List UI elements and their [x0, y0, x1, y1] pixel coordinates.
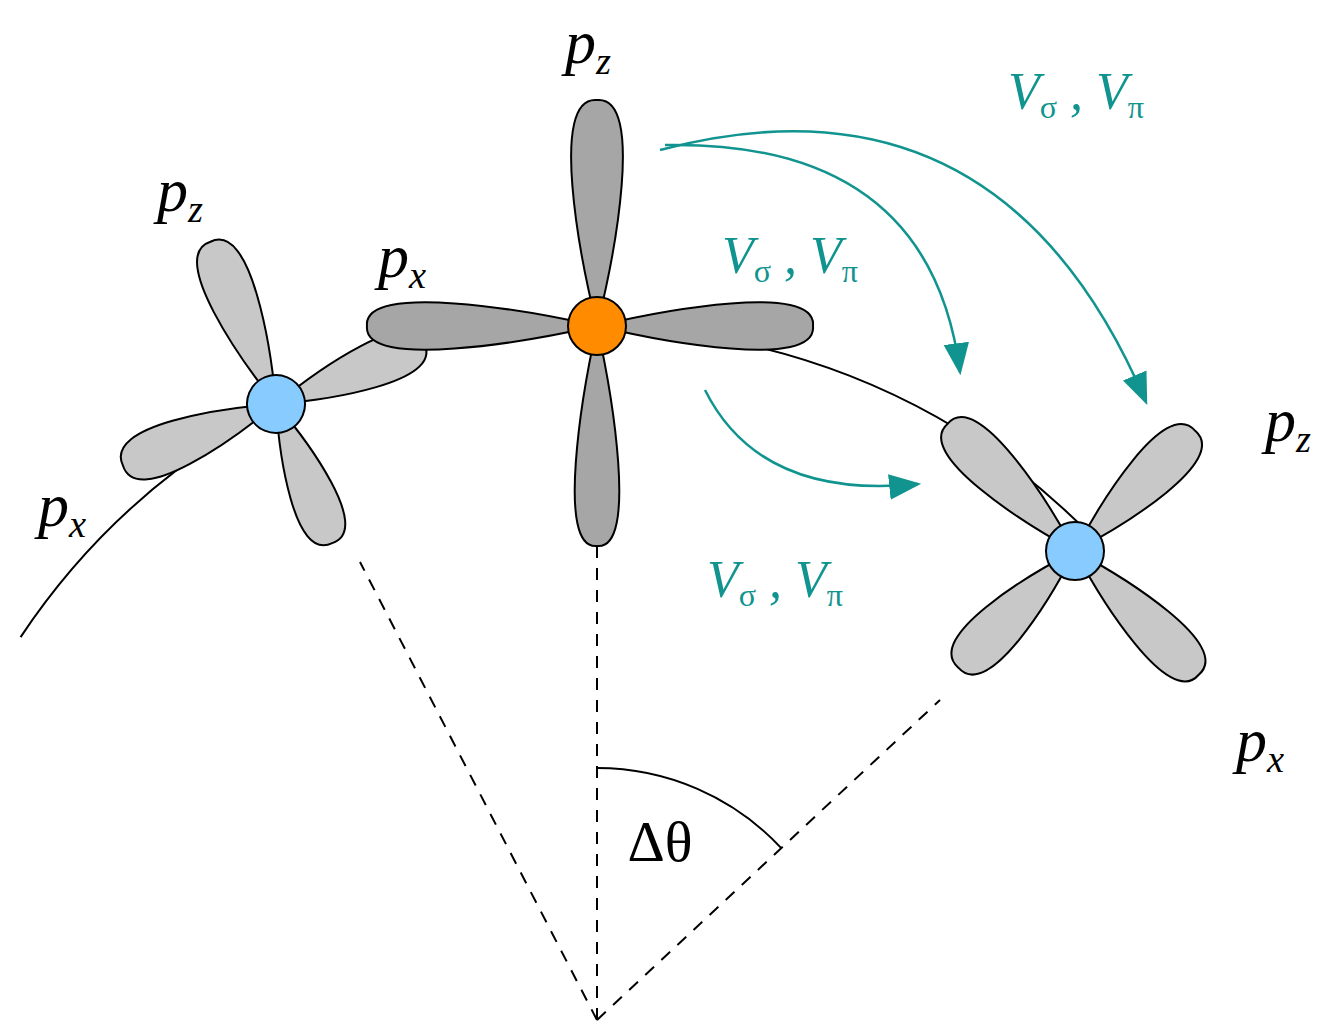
hopping-arrow [705, 390, 918, 486]
radial-dashed-line [360, 562, 597, 1020]
atom-circle [1034, 510, 1116, 592]
orbital-label: px [378, 225, 426, 287]
hopping-arrow [660, 131, 1146, 402]
orbital-lobe [571, 100, 623, 326]
orbital-label: pz [565, 11, 611, 73]
angle-label: Δθ [627, 813, 692, 871]
orbital-label: pz [157, 159, 203, 221]
radial-dashed-line [596, 545, 598, 1020]
atom-orbitals [831, 303, 1319, 791]
orbital-lobe [367, 302, 597, 349]
atom-orbitals [57, 182, 480, 605]
atom-orbitals [367, 100, 813, 546]
orbital-lobe [597, 302, 813, 349]
orbital-lobe [575, 326, 620, 546]
hopping-label: Vσ , Vπ [1008, 66, 1144, 118]
hopping-label: Vσ , Vπ [722, 230, 858, 282]
radial-dashed-line [597, 700, 940, 1020]
atom-circle [238, 366, 314, 442]
hopping-arrow [665, 145, 960, 372]
orbital-label: pz [1265, 389, 1311, 451]
atom-circle [568, 297, 626, 355]
orbital-label: px [1236, 709, 1284, 771]
hopping-label: Vσ , Vπ [707, 554, 843, 606]
chain-arc [21, 328, 1091, 637]
orbital-label: px [38, 474, 86, 536]
